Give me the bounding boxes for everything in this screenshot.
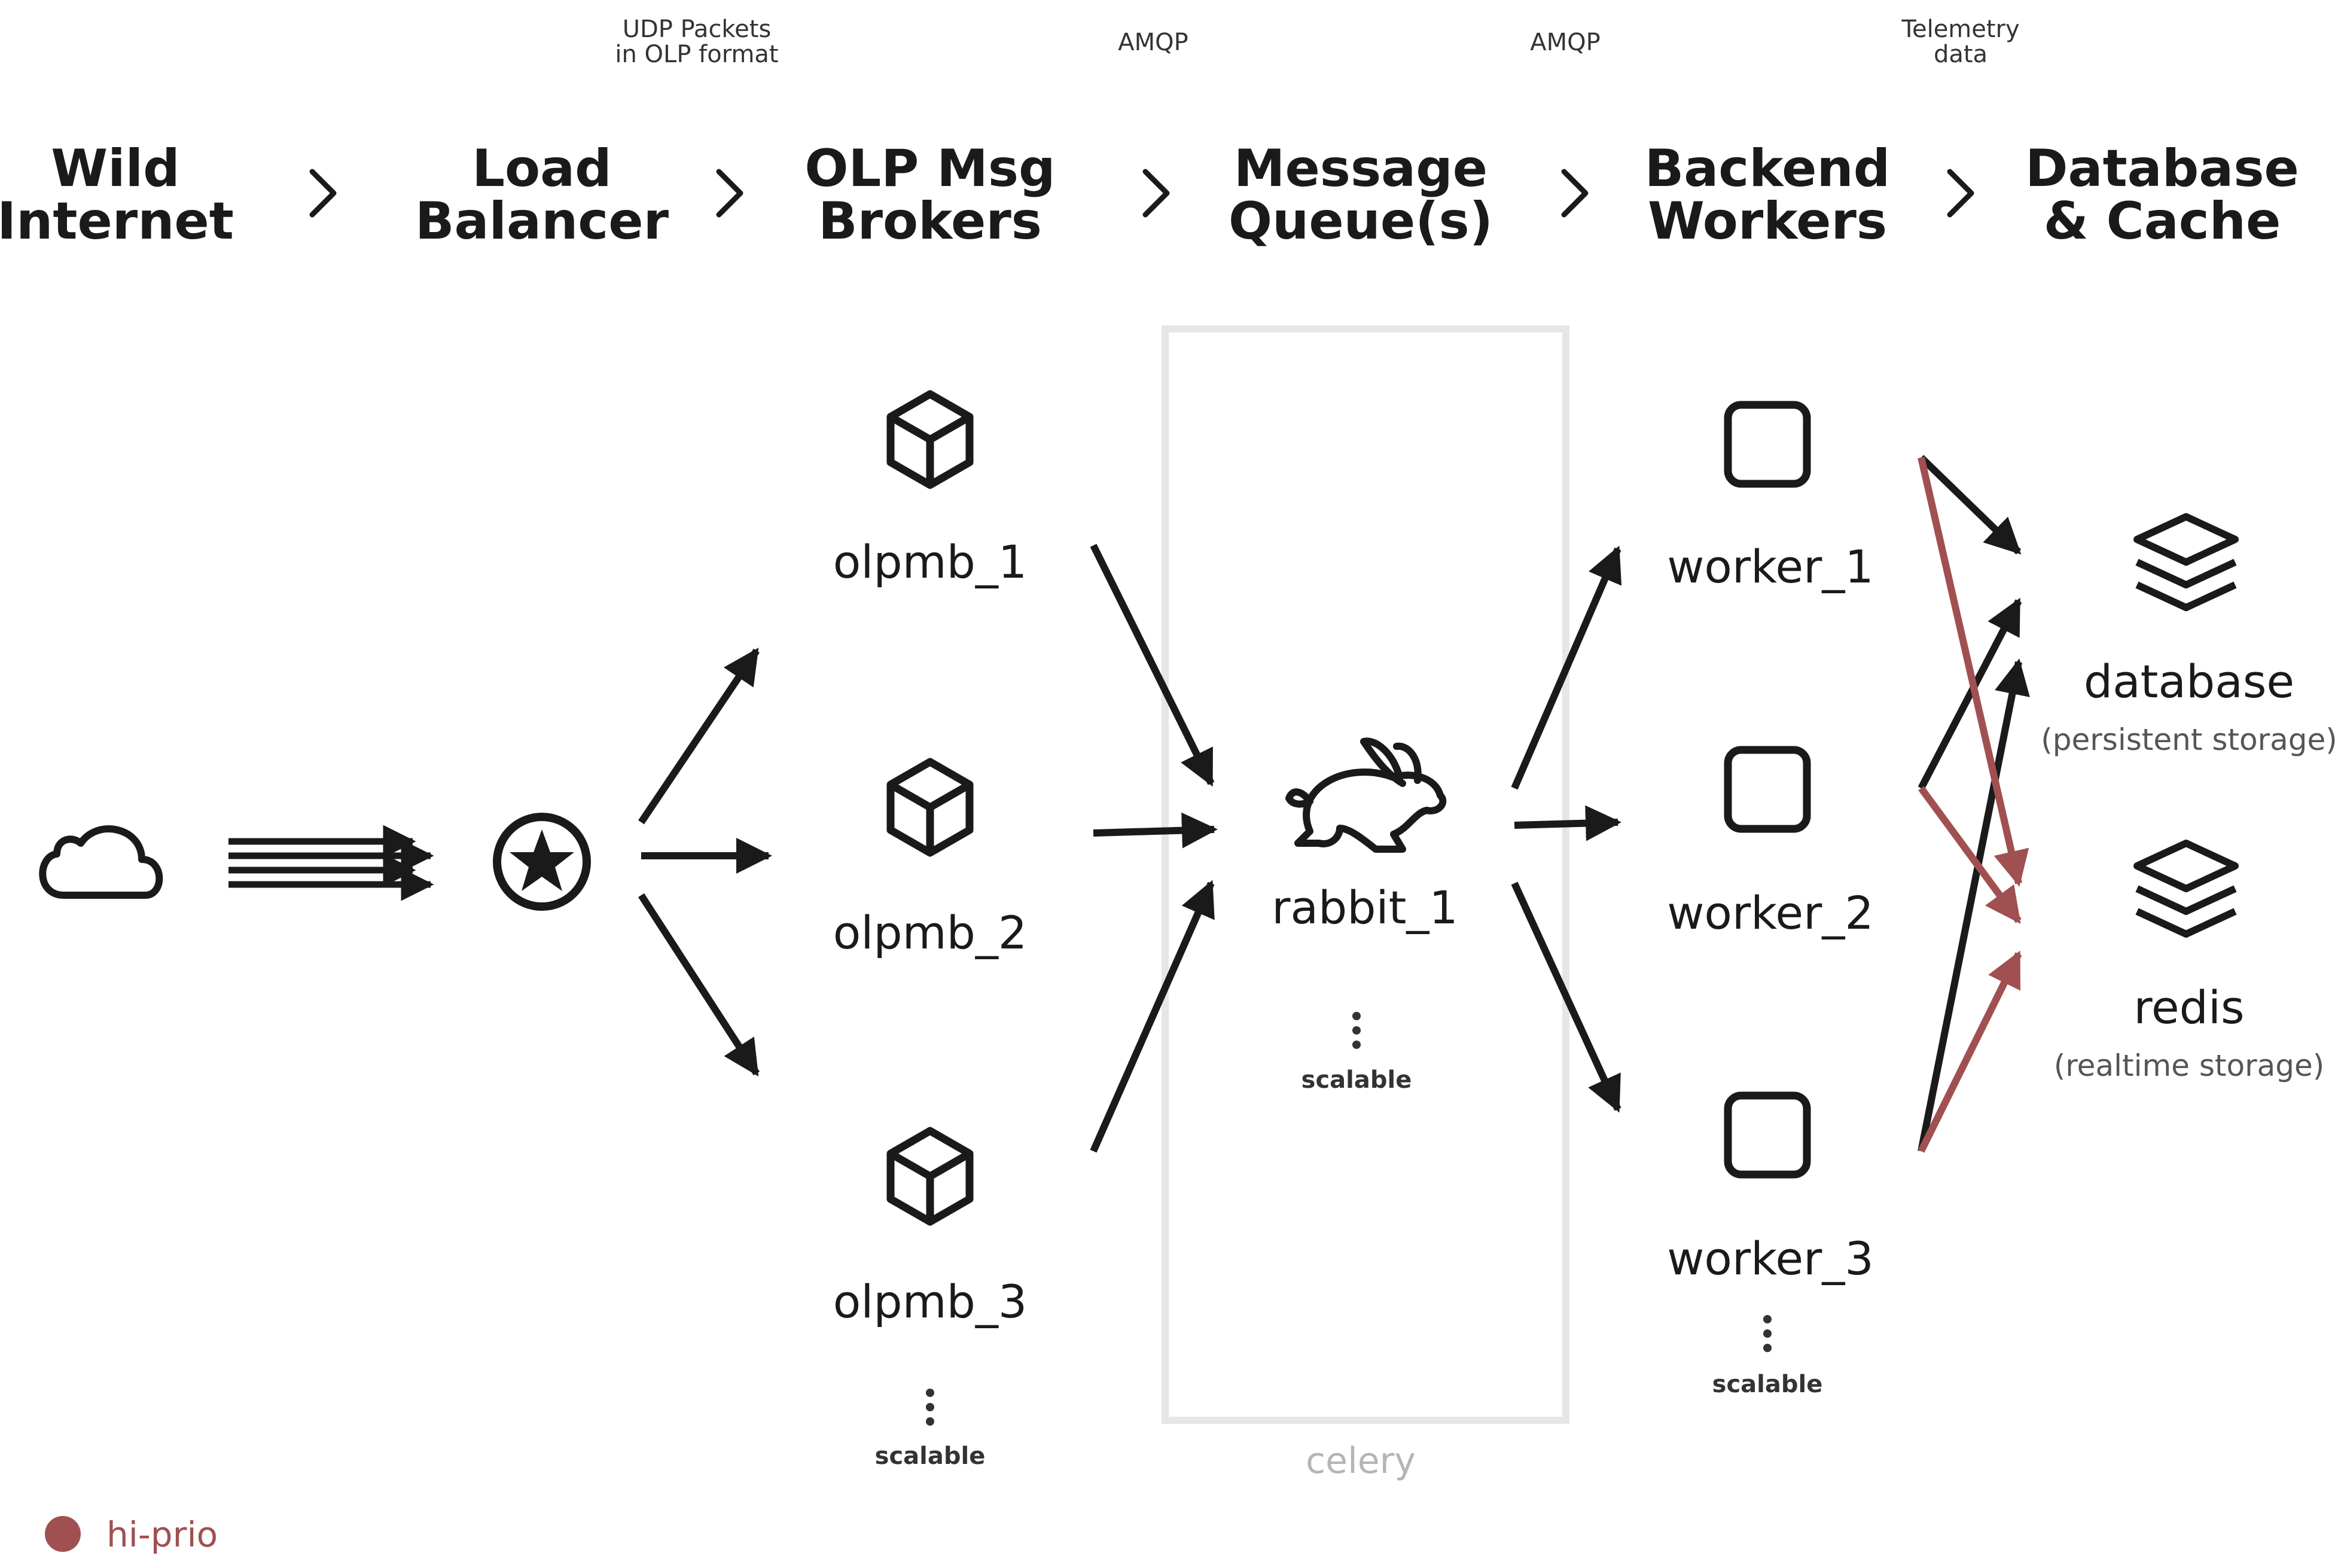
stage-title-database-cache: Database& Cache [2025, 139, 2299, 251]
square-icon [1728, 1096, 1807, 1175]
chevron-right-icon [1564, 172, 1586, 215]
scalable-label: scalable [1712, 1371, 1823, 1398]
legend-swatch [45, 1516, 81, 1552]
chevron-right-icon [312, 172, 334, 215]
worker-label: worker_2 [1667, 886, 1874, 939]
store-label-database: database [2083, 655, 2295, 708]
protocol-label-amqp-1: AMQP [1118, 29, 1188, 56]
worker-label: worker_3 [1667, 1232, 1874, 1285]
celery-label: celery [1306, 1440, 1416, 1482]
worker-label: worker_1 [1667, 540, 1874, 593]
store-label-redis: redis [2133, 981, 2245, 1034]
broker-label: olpmb_1 [833, 535, 1028, 588]
more-dots-icon [926, 1389, 934, 1426]
cloud-icon [39, 825, 163, 899]
star-circle-icon [493, 813, 591, 911]
queue-label: rabbit_1 [1272, 881, 1458, 934]
cube-icon [891, 1131, 970, 1222]
cube-icon [891, 394, 970, 485]
scalable-label: scalable [1301, 1066, 1412, 1094]
broker-label: olpmb_2 [833, 906, 1028, 959]
layers-icon [2137, 517, 2235, 608]
protocol-label-amqp-2: AMQP [1530, 29, 1601, 56]
traffic-arrows [228, 825, 434, 901]
layers-icon [2137, 843, 2235, 934]
store-note-database: (persistent storage) [2041, 722, 2337, 757]
worker-to-store-arrows [1918, 454, 2030, 1152]
more-dots-icon [1763, 1315, 1772, 1352]
chevron-right-icon [1145, 172, 1167, 215]
store-note-redis: (realtime storage) [2053, 1048, 2325, 1083]
broker-label: olpmb_3 [833, 1275, 1028, 1328]
legend-label: hi-prio [106, 1514, 218, 1555]
broker-to-queue-arrows [1090, 544, 1218, 1153]
lb-to-broker-arrows [638, 648, 772, 1077]
celery-boundary-box [1162, 325, 1569, 1424]
more-dots-icon [1352, 1012, 1361, 1049]
square-icon [1728, 750, 1807, 829]
rabbit-icon [1285, 737, 1447, 853]
chevron-right-icon [1950, 172, 1971, 215]
square-icon [1728, 405, 1807, 484]
hi-prio-arrows [1918, 456, 2029, 1153]
cube-icon [891, 762, 970, 853]
chevron-right-icon [719, 172, 740, 215]
queue-to-worker-arrows [1511, 545, 1622, 1113]
scalable-label: scalable [874, 1442, 986, 1470]
